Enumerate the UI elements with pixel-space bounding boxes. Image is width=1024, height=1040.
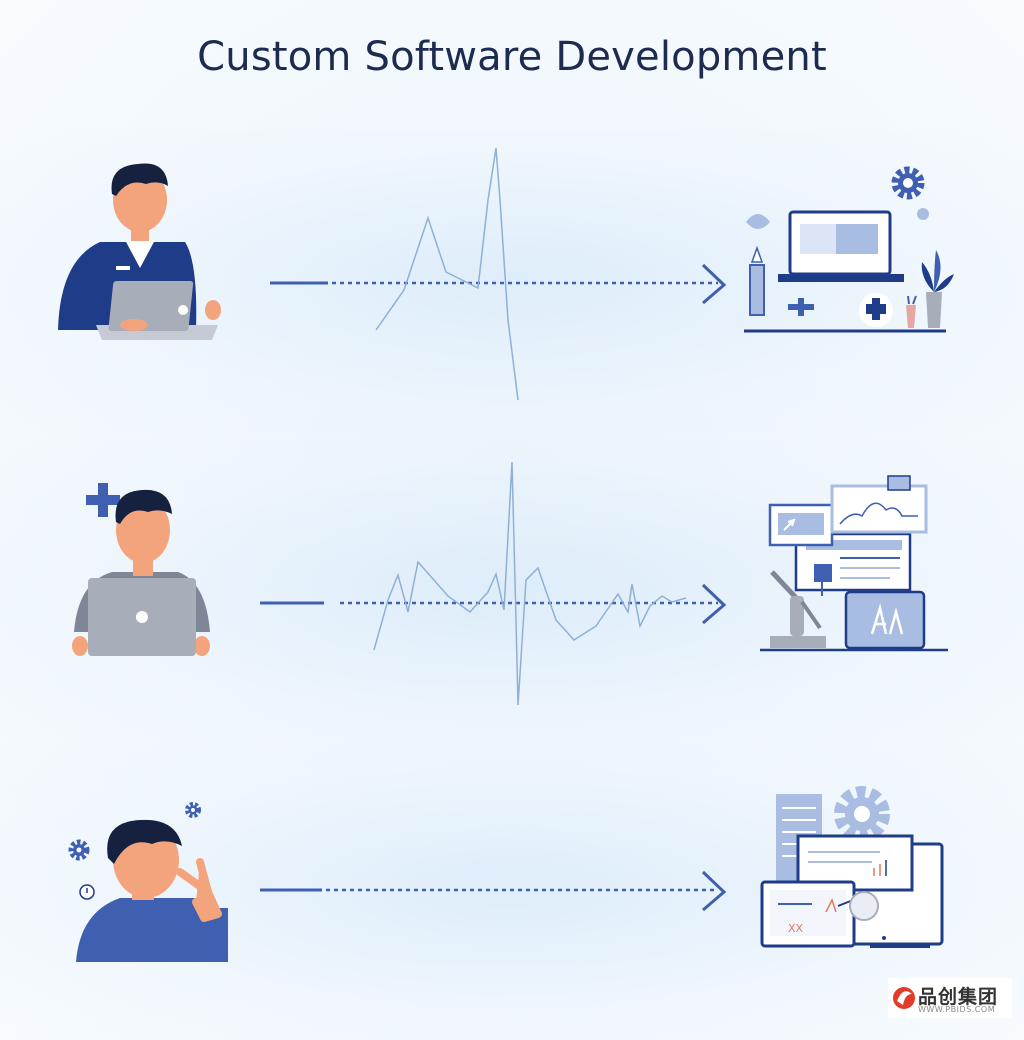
- screen-label: XX: [788, 922, 804, 935]
- connector-arrow-3: [260, 870, 727, 912]
- gear-icon: [891, 166, 925, 200]
- clock-icon: [79, 884, 95, 900]
- connector-arrow-2: [260, 583, 727, 625]
- gear-icon-small: [68, 839, 90, 861]
- gear-icon-tiny: [185, 802, 201, 818]
- developer-with-laptop: [58, 163, 221, 340]
- watermark-url: WWW.PBIDS.COM: [918, 1005, 996, 1014]
- document-stack-illustration: XX: [760, 786, 944, 948]
- page-title: Custom Software Development: [197, 34, 827, 80]
- thinking-developer: [76, 819, 228, 962]
- connector-arrow-1: [270, 263, 727, 305]
- dashboard-illustration: [760, 475, 948, 652]
- waveform-line-2: [373, 461, 687, 706]
- watermark-brand: 品创集团: [918, 986, 999, 1008]
- waveform-line-1: [375, 147, 519, 401]
- workstation-illustration: [744, 208, 954, 333]
- developer-behind-laptop: [72, 483, 210, 656]
